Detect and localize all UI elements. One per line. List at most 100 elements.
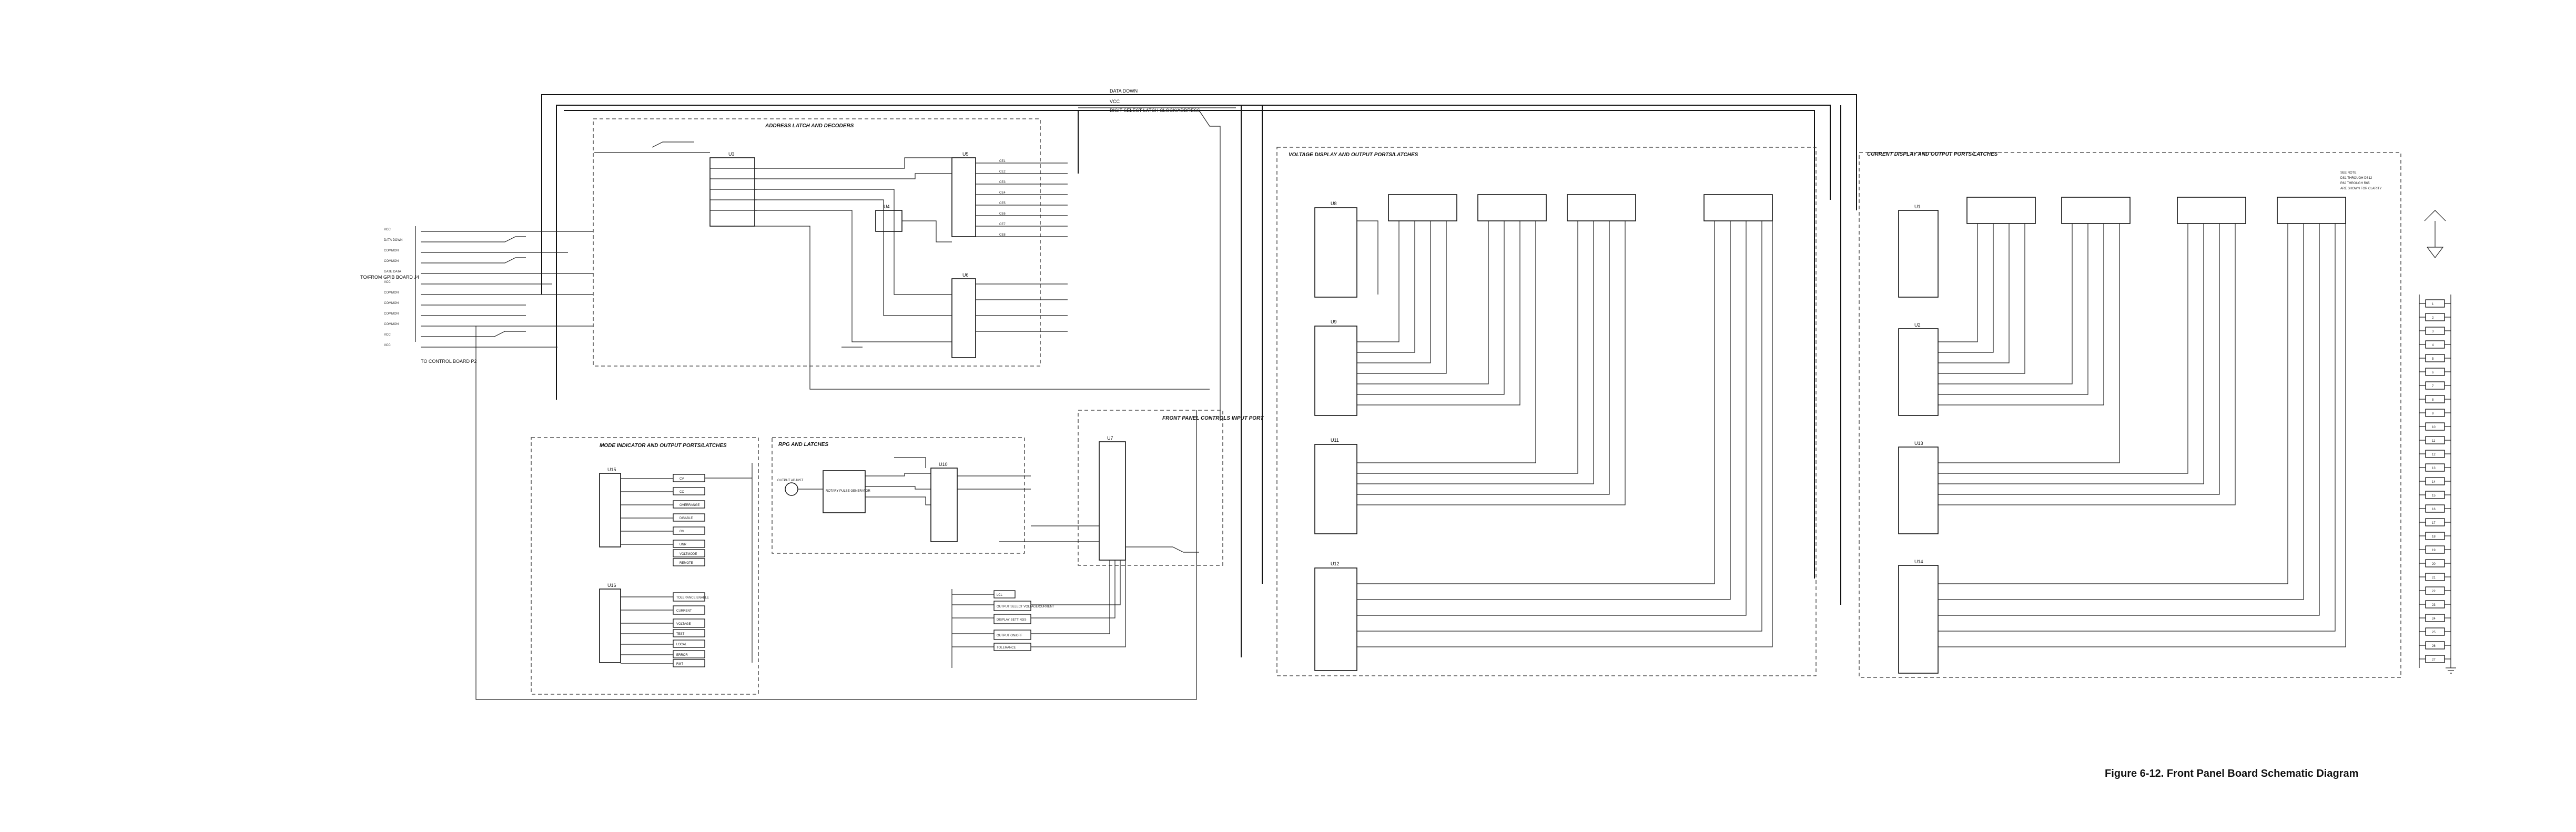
legend-label: 11 — [2432, 440, 2436, 443]
legend-lamp — [2425, 477, 2445, 485]
address-latch-section — [593, 118, 1041, 367]
legend-label: 27 — [2432, 658, 2436, 662]
note-3: ARE SHOWN FOR CLARITY — [2340, 187, 2381, 190]
legend-label: 16 — [2432, 508, 2436, 511]
control-1: OUTPUT SELECT VOLTAGE/CURRENT — [997, 605, 1054, 608]
decoder-output-1: CE2 — [999, 170, 1006, 174]
figure-caption: Figure 6-12. Front Panel Board Schematic… — [2105, 768, 2359, 779]
legend-column: 1234567891011121314151617181920212223242… — [2419, 299, 2451, 663]
top-signal-digit-select: DIGIT SELECT LATCH CLOCK/ADDRESS — [1110, 108, 1200, 113]
legend-lamp — [2425, 532, 2445, 540]
u5-outputs — [976, 163, 1068, 237]
annunciator-5: ERROR — [676, 654, 688, 657]
p1-pin-8: COMMON — [384, 312, 399, 316]
p1-connector-label: TO/FROM GPIB BOARD J4 — [360, 275, 419, 280]
top-signal-vcc: VCC — [1110, 99, 1120, 104]
legend-label: 22 — [2432, 590, 2436, 593]
p1-pin-2: COMMON — [384, 249, 399, 252]
legend-lamp — [2425, 313, 2445, 321]
rpg-knob-icon — [785, 482, 798, 496]
connector-p1 — [415, 226, 593, 348]
control-0: LCL — [997, 594, 1003, 597]
legend-lamp — [2425, 491, 2445, 499]
chip-u14 — [1898, 565, 1939, 674]
p1-pin-11: VCC — [384, 344, 391, 347]
mode-lamp-7: REMOTE — [680, 562, 693, 565]
control-switches — [952, 560, 1126, 651]
rpg-encoder-label: ROTARY PULSE GENERATOR — [826, 490, 870, 493]
chip-u1 — [1898, 210, 1939, 298]
chip-u1-label: U1 — [1914, 204, 1921, 209]
mode-indicator-section — [531, 437, 759, 695]
legend-lamp — [2425, 641, 2445, 650]
chip-u15 — [599, 473, 621, 547]
decoder-output-3: CE4 — [999, 191, 1006, 195]
address-section-title: ADDRESS LATCH AND DECODERS — [765, 123, 854, 129]
legend-lamp — [2425, 409, 2445, 417]
decoder-wiring — [594, 141, 1210, 390]
mode-lamp-4: OV — [680, 530, 684, 533]
legend-label: 2 — [2432, 317, 2434, 320]
current-section-title: CURRENT DISPLAY AND OUTPUT PORTS/LATCHES — [1867, 151, 1998, 157]
legend-label: 3 — [2432, 330, 2434, 333]
legend-lamp — [2425, 436, 2445, 444]
legend-label: 4 — [2432, 344, 2434, 347]
chip-u7 — [1099, 441, 1126, 561]
mode-lamp-6: VOLTMODE — [680, 553, 697, 556]
p1-pin-4: GATE DATA — [384, 270, 401, 273]
chip-u3-label: U3 — [728, 151, 735, 157]
chip-u3 — [709, 157, 755, 227]
chip-u5-label: U5 — [962, 151, 969, 157]
chip-u13 — [1898, 447, 1939, 534]
legend-label: 10 — [2432, 426, 2436, 429]
chip-u8-label: U8 — [1331, 201, 1337, 206]
chip-u2-label: U2 — [1914, 322, 1921, 328]
annunciator-lamps — [621, 592, 705, 667]
current-digit-displays — [1966, 197, 2346, 224]
legend-lamp — [2425, 368, 2445, 376]
legend-label: 20 — [2432, 563, 2436, 566]
legend-label: 25 — [2432, 631, 2436, 634]
chip-u12 — [1314, 567, 1357, 671]
legend-label: 13 — [2432, 467, 2436, 470]
chip-u13-label: U13 — [1914, 441, 1923, 446]
chip-u14-label: U14 — [1914, 559, 1923, 564]
annunciator-4: LOCAL — [676, 643, 687, 646]
chip-u6 — [951, 278, 976, 358]
legend-lamp — [2425, 422, 2445, 431]
decoder-output-6: CE7 — [999, 223, 1006, 226]
chip-u11 — [1314, 444, 1357, 534]
legend-lamp — [2425, 586, 2445, 595]
note-0: SEE NOTE — [2340, 171, 2356, 175]
control-3: OUTPUT ON/OFF — [997, 634, 1022, 637]
annunciator-0: TOLERANCE ENABLE — [676, 596, 709, 600]
legend-lamp — [2425, 381, 2445, 390]
legend-label: 18 — [2432, 535, 2436, 539]
annunciator-2: VOLTAGE — [676, 623, 691, 626]
legend-label: 1 — [2432, 303, 2434, 306]
controls-section — [1078, 410, 1223, 566]
legend-label: 6 — [2432, 371, 2434, 374]
note-1: DS1 THROUGH DS12 — [2340, 177, 2372, 180]
current-display-section — [1859, 152, 2401, 678]
note-2: R62 THROUGH R65 — [2340, 182, 2370, 185]
legend-lamp — [2425, 545, 2445, 554]
u3-pin-lines — [710, 168, 757, 211]
chip-u16-label: U16 — [607, 583, 616, 588]
legend-lamp — [2425, 327, 2445, 335]
legend-lamp — [2425, 627, 2445, 636]
controls-wiring — [951, 525, 1199, 668]
rpg-output-adjust: OUTPUT ADJUST — [777, 479, 804, 482]
chip-u4-label: U4 — [884, 204, 890, 209]
decoder-output-5: CE6 — [999, 212, 1006, 216]
mode-lamp-1: CC — [680, 491, 684, 494]
voltage-segment-wiring — [1357, 220, 1773, 647]
decoder-output-7: CE8 — [999, 234, 1006, 237]
mode-lamp-5: UNR — [680, 543, 687, 546]
legend-label: 17 — [2432, 522, 2436, 525]
p1-pin-9: COMMON — [384, 323, 399, 326]
legend-lamp — [2425, 614, 2445, 622]
legend-label: 19 — [2432, 549, 2436, 552]
mode-indicator-lamps — [621, 463, 753, 663]
